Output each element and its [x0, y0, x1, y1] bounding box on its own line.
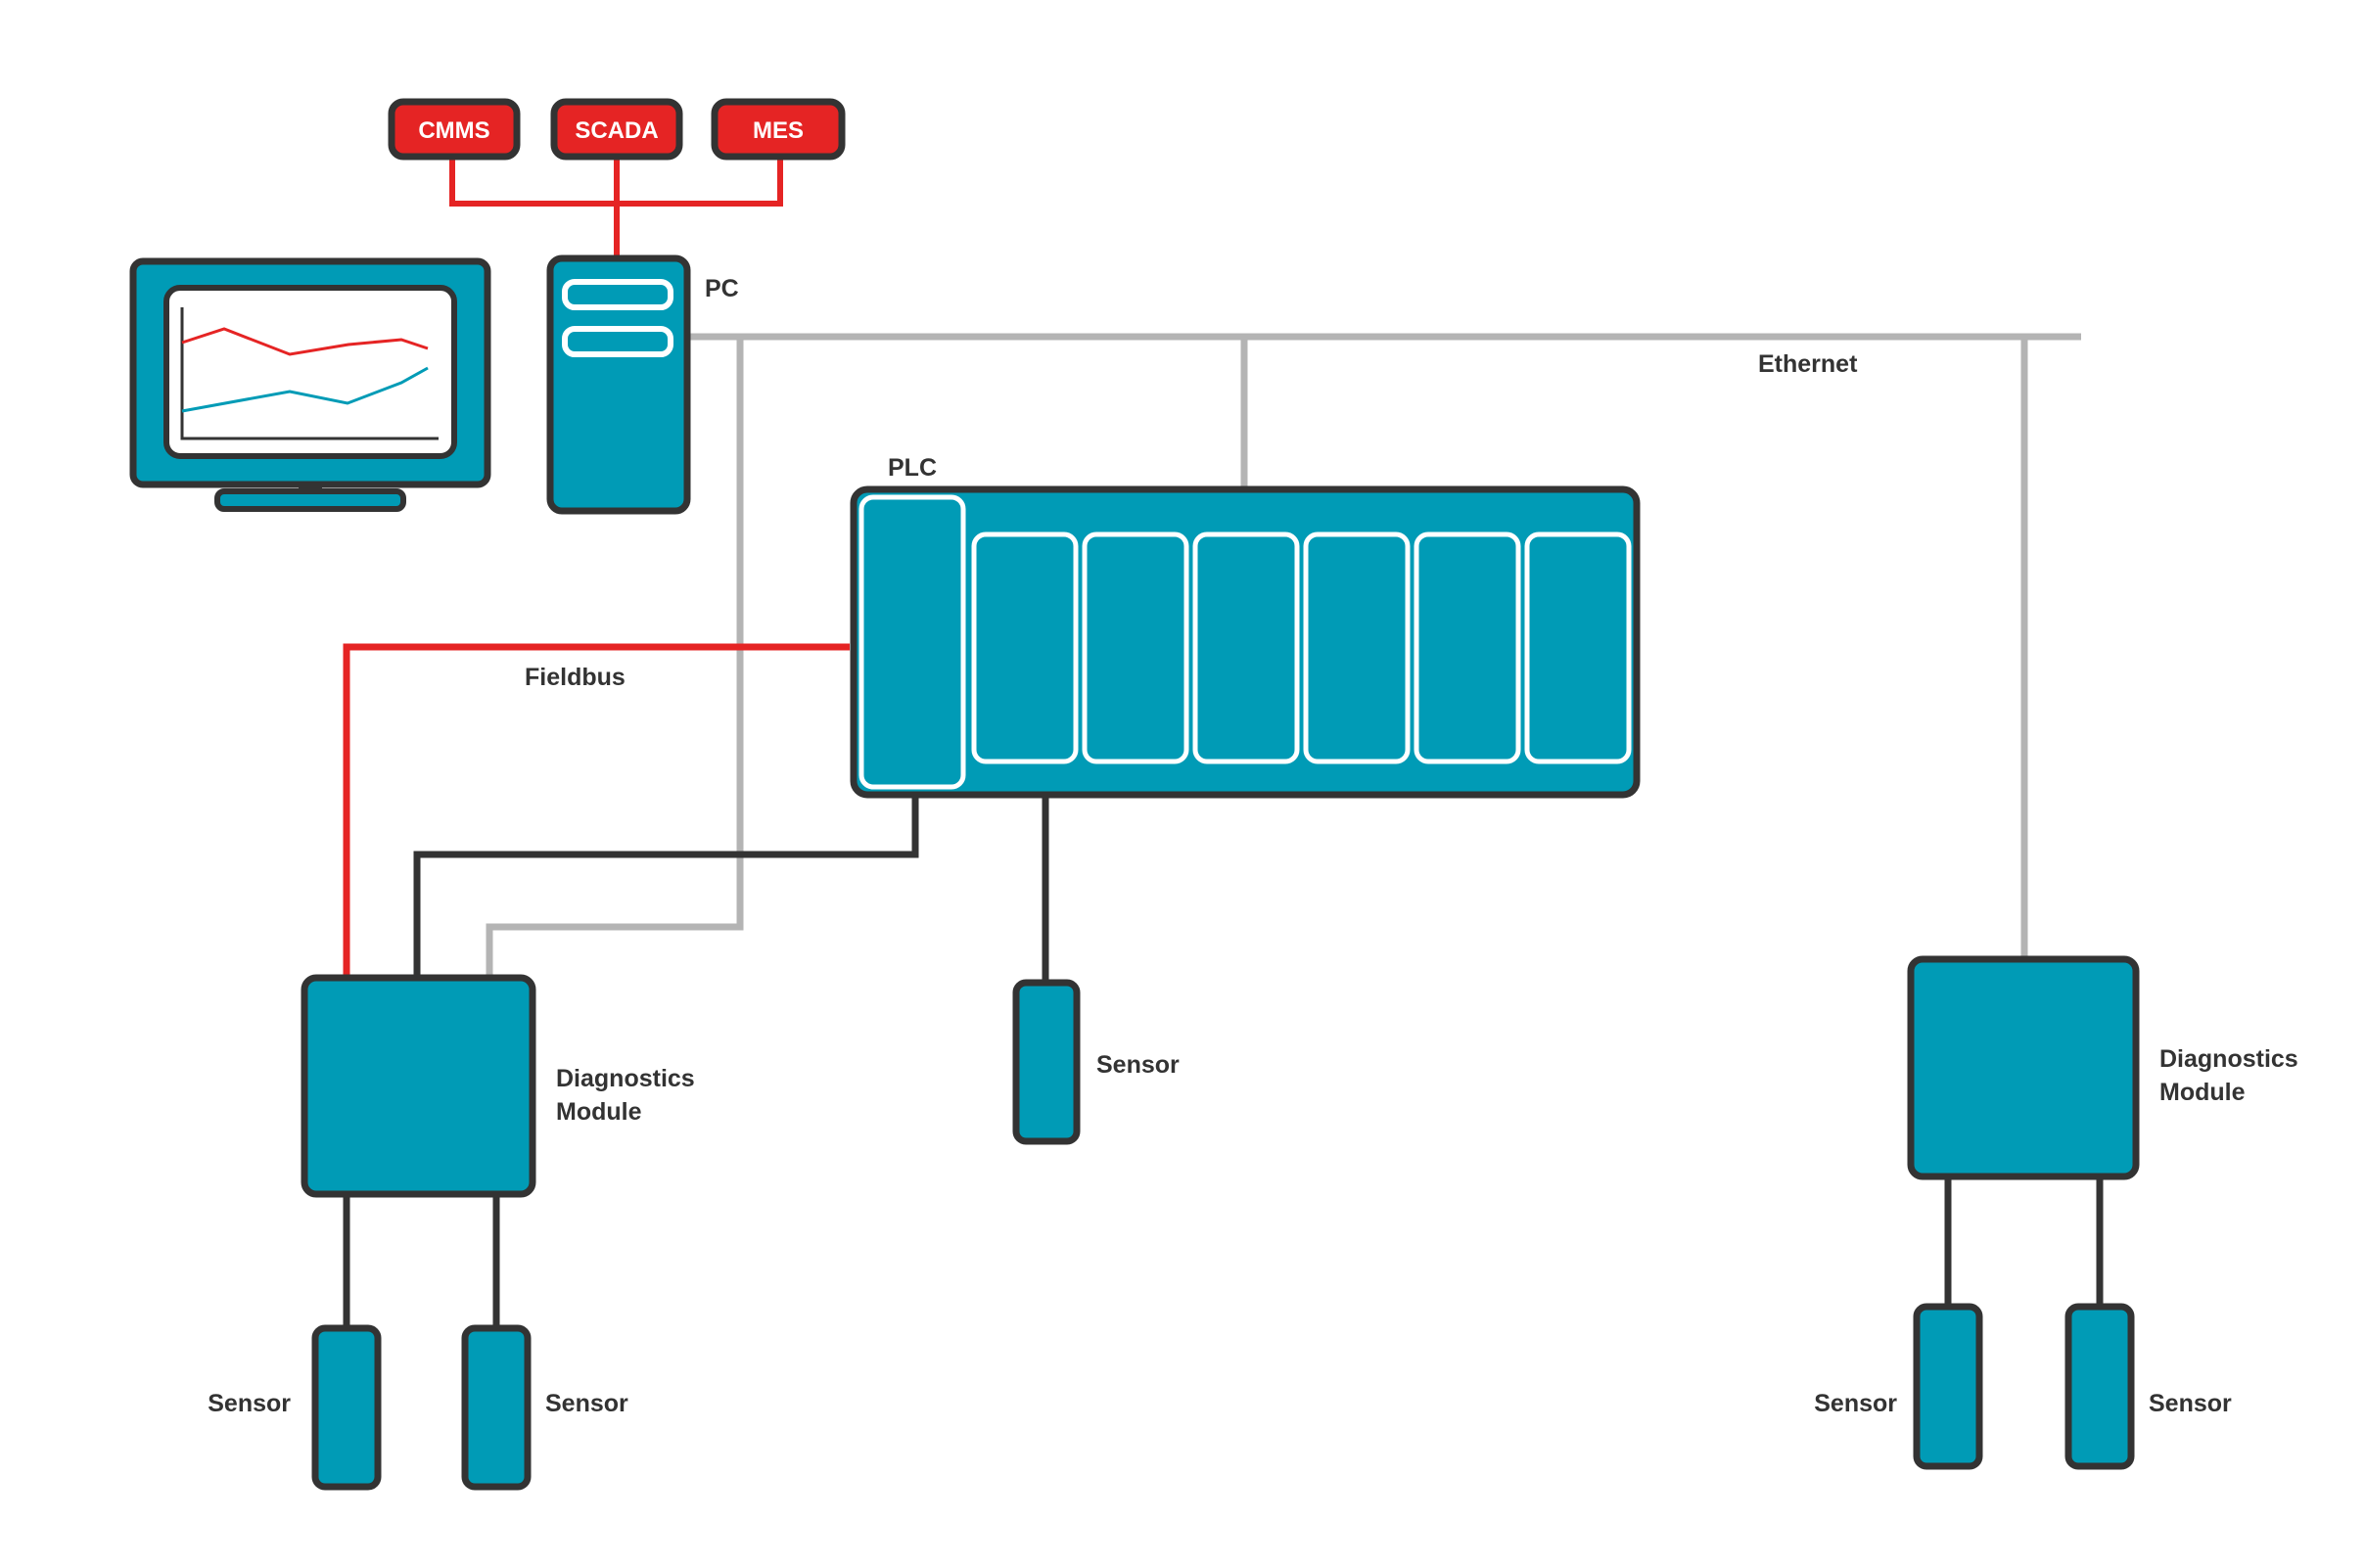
ethernet-drop-diagnostics-left — [486, 337, 744, 975]
plc-io-slot — [1303, 531, 1411, 764]
monitor-with-trend-chart-icon[interactable] — [129, 257, 491, 512]
plc-io-slot — [1192, 531, 1300, 764]
chart-teal-trend-line — [181, 366, 429, 413]
sensor-plc-label: Sensor — [1096, 1051, 1180, 1079]
chart-axes — [180, 307, 439, 440]
chart-red-trend-line — [181, 327, 429, 356]
scada-label: SCADA — [575, 117, 658, 144]
fieldbus-label: Fieldbus — [525, 664, 626, 691]
plc-diagnostics-left-link — [413, 793, 919, 975]
sensor-right-1-label: Sensor — [1814, 1390, 1897, 1417]
cmms-box[interactable]: CMMS — [388, 98, 521, 161]
diag-right-label-line1: Diagnostics — [2159, 1045, 2298, 1073]
mes-label: MES — [753, 117, 804, 144]
diag-left-label-line2: Module — [556, 1098, 642, 1126]
plc-io-slot — [1414, 531, 1521, 764]
sensor-icon[interactable] — [311, 1324, 382, 1491]
ethernet-links — [486, 333, 2081, 975]
sensor-icon[interactable] — [1913, 1303, 1983, 1470]
sensor-left-1-label: Sensor — [208, 1390, 291, 1417]
sensor-icon[interactable] — [1012, 979, 1081, 1145]
fieldbus-line — [343, 643, 850, 975]
cmms-label: CMMS — [418, 117, 489, 144]
mes-link — [617, 159, 783, 207]
ethernet-label: Ethernet — [1758, 350, 1858, 378]
sensor-icon[interactable] — [2064, 1303, 2135, 1470]
plc-rack-icon[interactable] — [850, 485, 1641, 799]
diag-left-label-line1: Diagnostics — [556, 1065, 695, 1092]
fieldbus-links — [343, 643, 850, 975]
diag-right-label-line2: Module — [2159, 1079, 2246, 1106]
sensor-right-2-label: Sensor — [2149, 1390, 2232, 1417]
plc-io-slot — [1524, 531, 1632, 764]
plc-io-slot — [971, 531, 1079, 764]
diagnostics-module-icon[interactable] — [301, 974, 536, 1198]
plc-label: PLC — [888, 454, 937, 482]
scada-box[interactable]: SCADA — [550, 98, 683, 161]
io-links — [343, 793, 2104, 1328]
cmms-link — [449, 159, 617, 207]
mes-box[interactable]: MES — [711, 98, 846, 161]
enterprise-links — [449, 159, 783, 256]
pc-label: PC — [705, 275, 739, 302]
pc-tower-icon[interactable] — [546, 254, 691, 515]
sensor-icon[interactable] — [461, 1324, 532, 1491]
sensor-left-2-label: Sensor — [545, 1390, 628, 1417]
plc-cpu-module — [858, 494, 966, 790]
diagnostics-module-icon[interactable] — [1907, 955, 2140, 1180]
plc-io-slot — [1082, 531, 1189, 764]
